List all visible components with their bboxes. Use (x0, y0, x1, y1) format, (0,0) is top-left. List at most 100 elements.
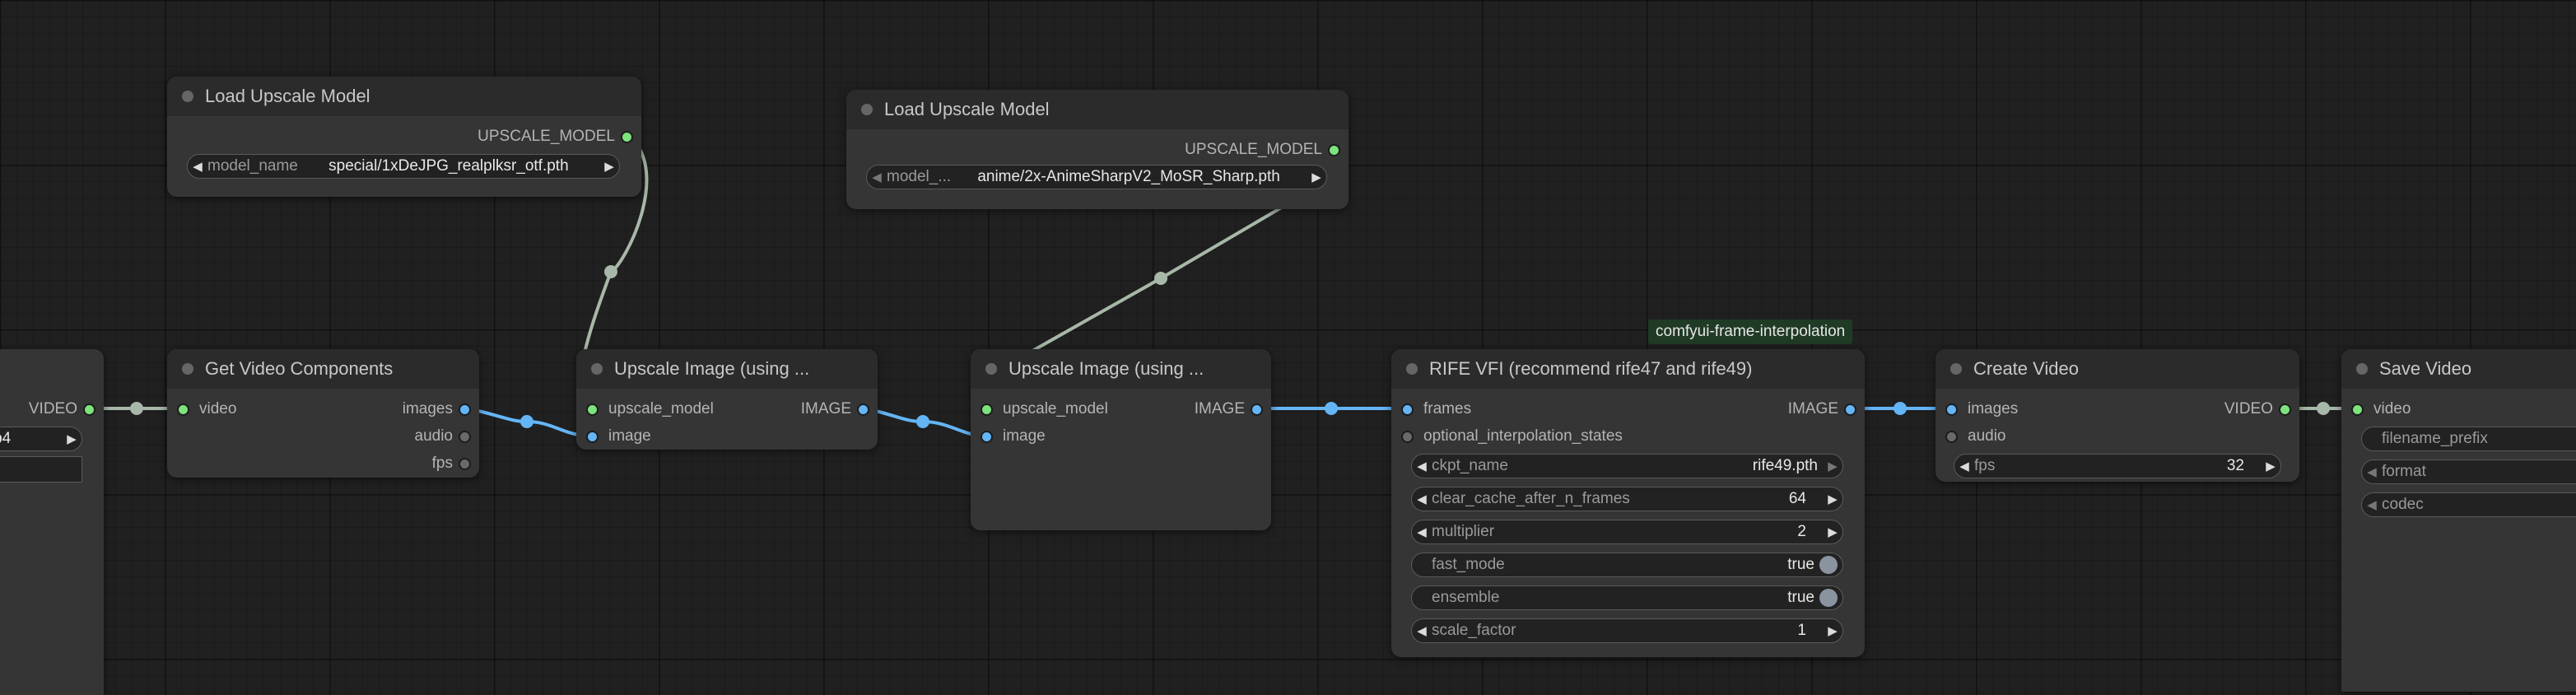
arrow-right-icon[interactable]: ▶ (67, 432, 77, 446)
output-slot[interactable] (460, 404, 469, 414)
collapse-dot-icon[interactable] (2356, 363, 2368, 375)
toggle-knob-icon[interactable] (1819, 556, 1838, 574)
fast-mode-toggle[interactable]: fast_mode true (1411, 553, 1843, 577)
node-upscale-image-1[interactable]: Upscale Image (using ... upscale_model i… (576, 349, 878, 450)
node-title-bar[interactable]: Save Video (2341, 349, 2576, 389)
arrow-right-icon[interactable]: ▶ (1828, 525, 1838, 539)
arrow-left-icon[interactable]: ◀ (2367, 498, 2377, 512)
node-title-bar[interactable]: Load Upscale Model (167, 77, 641, 116)
collapse-dot-icon[interactable] (591, 363, 603, 375)
input-slot[interactable] (588, 431, 597, 441)
clear-cache-number[interactable]: ◀ clear_cache_after_n_frames 64 ▶ (1411, 487, 1843, 511)
collapse-dot-icon[interactable] (182, 363, 193, 375)
output-audio[interactable]: audio (415, 427, 469, 445)
node-load-upscale-model-2[interactable]: Load Upscale Model UPSCALE_MODEL ◀ model… (846, 90, 1349, 209)
node-load-upscale-model-1[interactable]: Load Upscale Model UPSCALE_MODEL ◀ model… (167, 77, 641, 197)
arrow-left-icon[interactable]: ◀ (193, 160, 203, 174)
model-name-combo[interactable]: ◀ model_name special/1xDeJPG_realplksr_o… (187, 154, 620, 179)
node-title-bar[interactable]: Create Video (1935, 349, 2299, 389)
arrow-right-icon[interactable]: ▶ (604, 160, 614, 174)
output-slot[interactable] (460, 459, 469, 469)
input-slot[interactable] (1947, 404, 1956, 414)
ckpt-name-combo[interactable]: ◀ ckpt_name rife49.pth ▶ (1411, 454, 1843, 478)
arrow-right-icon[interactable]: ▶ (1828, 624, 1838, 638)
input-slot[interactable] (588, 404, 597, 414)
node-title-bar[interactable]: Upscale Image (using ... (576, 349, 878, 389)
input-optional-interpolation-states[interactable]: optional_interpolation_states (1403, 427, 1623, 445)
output-video[interactable]: VIDEO (2224, 400, 2290, 418)
output-slot[interactable] (460, 431, 469, 441)
arrow-right-icon[interactable]: ▶ (1828, 492, 1838, 506)
output-slot[interactable] (2280, 404, 2290, 414)
codec-combo[interactable]: ◀ codec (2361, 492, 2576, 517)
input-frames[interactable]: frames (1403, 400, 1471, 418)
node-title: Upscale Image (using ... (1009, 358, 1204, 379)
arrow-right-icon[interactable]: ▶ (1311, 170, 1321, 184)
input-images[interactable]: images (1947, 400, 2018, 418)
output-video[interactable]: VIDEO (29, 400, 94, 418)
output-image[interactable]: IMAGE (1195, 400, 1261, 418)
arrow-left-icon[interactable]: ◀ (1417, 525, 1427, 539)
input-slot[interactable] (1947, 431, 1956, 441)
node-title-bar[interactable]: RIFE VFI (recommend rife47 and rife49) (1391, 349, 1865, 389)
arrow-right-icon[interactable]: ▶ (1828, 459, 1838, 473)
input-slot[interactable] (982, 404, 991, 414)
arrow-left-icon[interactable]: ◀ (1417, 459, 1427, 473)
input-audio[interactable]: audio (1947, 427, 2006, 445)
ensemble-toggle[interactable]: ensemble true (1411, 585, 1843, 610)
toggle-knob-icon[interactable] (1819, 589, 1838, 607)
output-video-slot[interactable] (85, 404, 94, 414)
output-slot[interactable] (622, 132, 631, 142)
node-rife-vfi[interactable]: RIFE VFI (recommend rife47 and rife49) f… (1391, 349, 1865, 657)
output-slot[interactable] (1252, 404, 1261, 414)
output-fps[interactable]: fps (432, 455, 469, 473)
model-name-combo[interactable]: ◀ model_... anime/2x-AnimeSharpV2_MoSR_S… (866, 165, 1327, 189)
node-save-video[interactable]: Save Video video filename_prefix ◀ forma… (2341, 349, 2576, 692)
input-slot[interactable] (2353, 404, 2362, 414)
arrow-left-icon[interactable]: ◀ (2367, 465, 2377, 479)
fps-number[interactable]: ◀ fps 32 ▶ (1954, 454, 2281, 478)
output-slot[interactable] (1330, 145, 1339, 155)
collapse-dot-icon[interactable] (182, 91, 193, 102)
input-slot[interactable] (1403, 404, 1412, 414)
output-image[interactable]: IMAGE (1788, 400, 1855, 418)
output-upscale-model[interactable]: UPSCALE_MODEL (1185, 141, 1339, 159)
collapse-dot-icon[interactable] (1950, 363, 1962, 375)
output-upscale-model[interactable]: UPSCALE_MODEL (477, 128, 631, 146)
output-slot[interactable] (859, 404, 868, 414)
format-combo[interactable]: ◀ format (2361, 459, 2576, 484)
arrow-right-icon[interactable]: ▶ (2266, 459, 2276, 473)
widget-value: special/1xDeJPG_realplksr_otf.pth (328, 157, 569, 175)
input-video[interactable]: video (2353, 400, 2411, 418)
arrow-left-icon[interactable]: ◀ (1417, 624, 1427, 638)
input-image[interactable]: image (982, 427, 1046, 445)
arrow-left-icon[interactable]: ◀ (1959, 459, 1969, 473)
node-video-source-partial[interactable]: VIDEO .mp4 ▶ (0, 349, 104, 695)
input-upscale-model[interactable]: upscale_model (588, 400, 714, 418)
node-title-bar[interactable]: Upscale Image (using ... (971, 349, 1271, 389)
multiplier-number[interactable]: ◀ multiplier 2 ▶ (1411, 520, 1843, 544)
input-slot[interactable] (982, 431, 991, 441)
filename-prefix-field[interactable]: filename_prefix (2361, 427, 2576, 451)
node-upscale-image-2[interactable]: Upscale Image (using ... upscale_model i… (971, 349, 1271, 530)
arrow-left-icon[interactable]: ◀ (872, 170, 882, 184)
upload-field[interactable] (0, 456, 82, 483)
file-selector-widget[interactable]: .mp4 ▶ (0, 427, 82, 451)
node-title-bar[interactable]: Get Video Components (167, 349, 479, 389)
output-image[interactable]: IMAGE (801, 400, 868, 418)
input-slot[interactable] (1403, 431, 1412, 441)
scale-factor-number[interactable]: ◀ scale_factor 1 ▶ (1411, 618, 1843, 643)
node-get-video-components[interactable]: Get Video Components video images audio … (167, 349, 479, 478)
collapse-dot-icon[interactable] (1406, 363, 1418, 375)
collapse-dot-icon[interactable] (985, 363, 997, 375)
output-images[interactable]: images (403, 400, 469, 418)
node-title-bar[interactable]: Load Upscale Model (846, 90, 1349, 129)
output-slot[interactable] (1846, 404, 1855, 414)
arrow-left-icon[interactable]: ◀ (1417, 492, 1427, 506)
input-image[interactable]: image (588, 427, 651, 445)
collapse-dot-icon[interactable] (861, 104, 873, 115)
input-upscale-model[interactable]: upscale_model (982, 400, 1108, 418)
node-create-video[interactable]: Create Video images audio VIDEO ◀ fps 32… (1935, 349, 2299, 482)
input-video[interactable]: video (179, 400, 236, 418)
input-slot[interactable] (179, 404, 188, 414)
